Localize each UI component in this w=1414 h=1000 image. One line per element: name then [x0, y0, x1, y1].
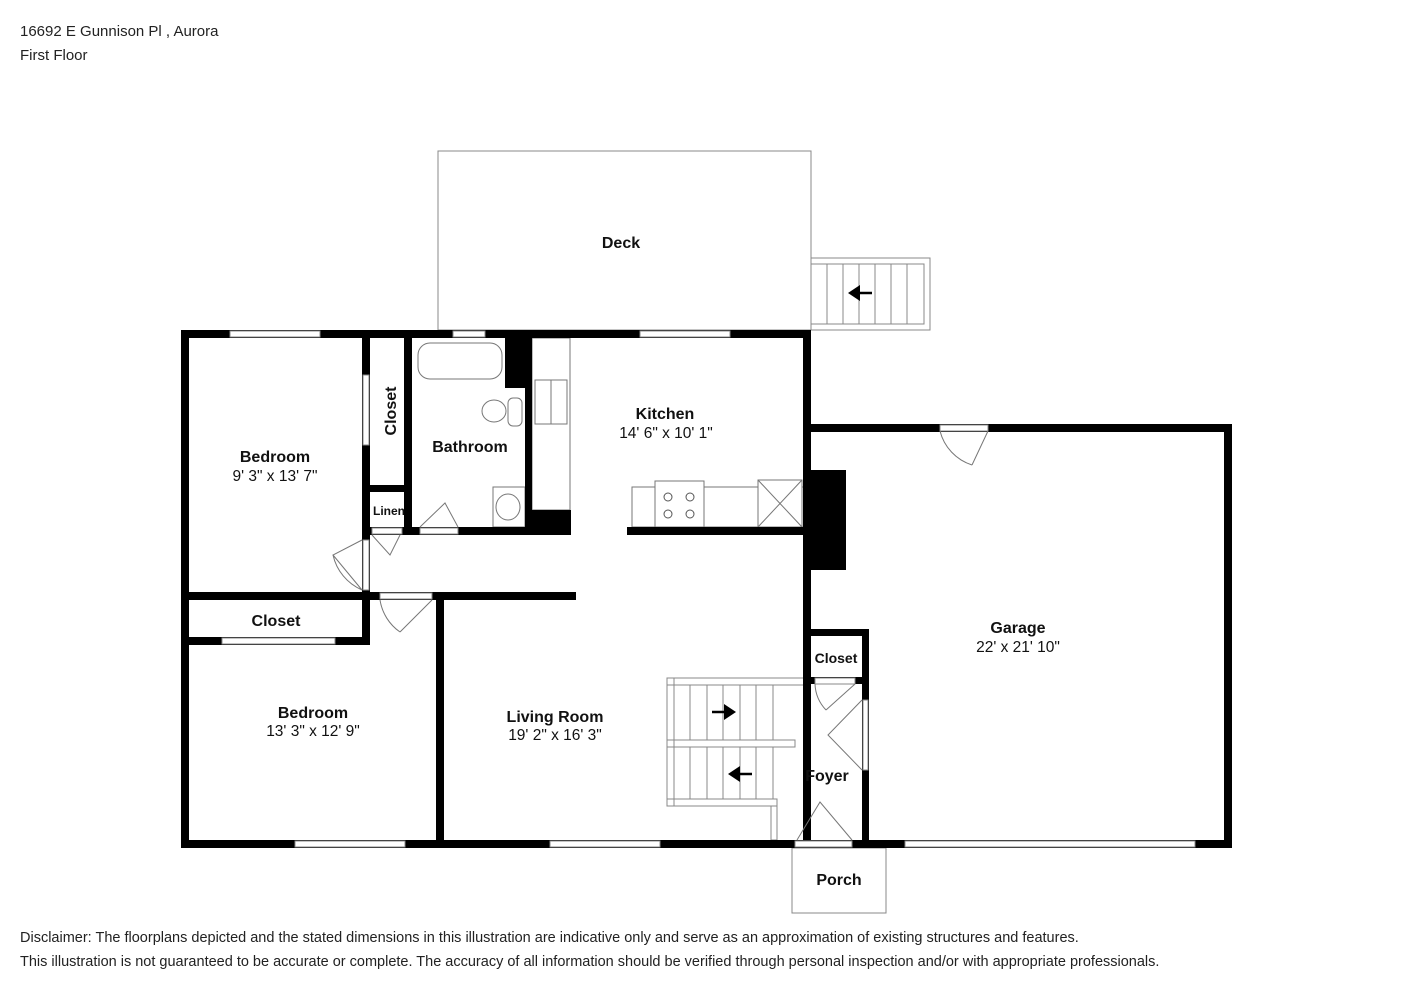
disclaimer-line-1: Disclaimer: The floorplans depicted and …: [20, 930, 1079, 946]
room-label-closet: Closet: [383, 386, 400, 436]
arrow-left-icon: [728, 766, 752, 782]
disclaimer-line-2: This illustration is not guaranteed to b…: [20, 954, 1160, 970]
sink: [492, 486, 526, 528]
room-dims-bedroom: 13' 3" x 12' 9": [266, 723, 360, 740]
room-label-bathroom: Bathroom: [432, 439, 508, 456]
room-dims-bedroom: 9' 3" x 13' 7": [232, 468, 317, 485]
room-label-garage: Garage: [990, 620, 1045, 637]
room-dims-living-room: 19' 2" x 16' 3": [508, 727, 602, 744]
room-label-porch: Porch: [816, 872, 861, 889]
room-label-bedroom: Bedroom: [278, 705, 348, 722]
deck-stairs: [810, 257, 931, 331]
arrow-left-icon: [848, 285, 872, 301]
interior-stairs: [666, 677, 808, 841]
address: 16692 E Gunnison Pl , Aurora: [20, 23, 219, 40]
room-dims-garage: 22' x 21' 10": [976, 639, 1060, 656]
floor-name: First Floor: [20, 47, 88, 64]
windows: [221, 330, 1196, 848]
deck: [437, 150, 812, 331]
room-label-closet: Closet: [815, 650, 858, 666]
room-label-linen: Linen: [373, 504, 405, 518]
door-swings: [332, 430, 989, 841]
bathtub: [417, 342, 503, 380]
toilet: [481, 397, 523, 427]
refrigerator: [757, 479, 803, 528]
room-label-living-room: Living Room: [507, 709, 604, 726]
room-label-deck: Deck: [602, 235, 640, 252]
kitchen-counter: [531, 337, 571, 511]
porch: [791, 847, 887, 914]
room-label-bedroom: Bedroom: [240, 449, 310, 466]
arrow-right-icon: [712, 704, 736, 720]
room-label-closet: Closet: [252, 613, 302, 630]
room-label-foyer: Foyer: [805, 768, 849, 785]
room-dims-kitchen: 14' 6" x 10' 1": [619, 425, 713, 442]
walls: [181, 330, 1232, 848]
room-label-kitchen: Kitchen: [636, 406, 695, 423]
